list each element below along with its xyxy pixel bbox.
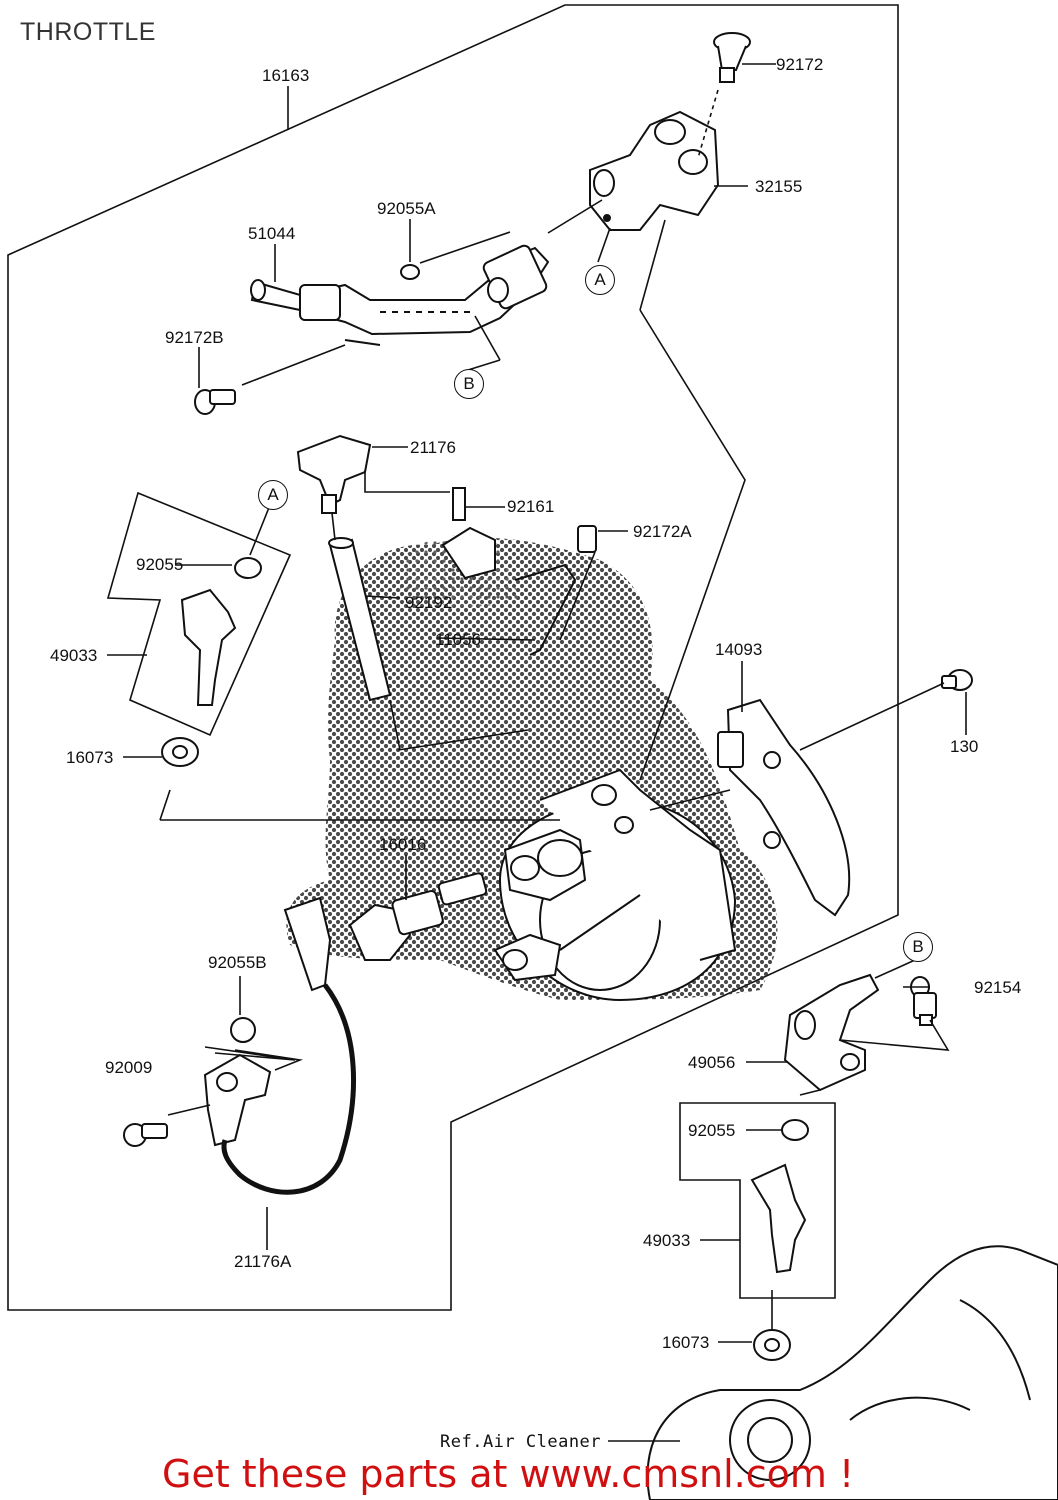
sensor-49033-top: [161, 557, 262, 767]
oring-92055a: [400, 264, 420, 280]
part-label-16163: 16163: [262, 66, 310, 85]
part-label-11056: 11056: [435, 630, 482, 649]
sensor-49033-bottom: [750, 1119, 809, 1361]
sensor-group-right: [679, 1102, 836, 1299]
part-label-92161: 92161: [507, 497, 555, 516]
bolt-92154: [910, 976, 937, 1026]
connection-marker-b-right: B: [903, 932, 933, 962]
part-label-16016: 16016: [379, 835, 427, 854]
part-label-130: 130: [950, 737, 979, 756]
assembly-boundary: [7, 4, 899, 1311]
hose-92192: [328, 537, 392, 702]
part-label-92009: 92009: [105, 1058, 153, 1077]
promo-banner[interactable]: Get these parts at www.cmsnl.com !: [162, 1452, 855, 1496]
air-cleaner-housing: [646, 1245, 1058, 1500]
part-label-92055b: 92055B: [208, 953, 267, 972]
sensor-21176a: [203, 896, 357, 1195]
part-label-92172a: 92172A: [633, 522, 692, 541]
part-label-92192: 92192: [405, 593, 453, 612]
oring-92055b: [230, 1017, 256, 1043]
ref-air-cleaner-label: Ref.Air Cleaner: [440, 1432, 602, 1452]
sensor-group-left: [106, 491, 292, 737]
connection-marker-a-left: A: [258, 480, 288, 510]
bolt-130: [941, 669, 973, 691]
part-label-32155: 32155: [755, 177, 803, 196]
part-label-21176a: 21176A: [234, 1252, 292, 1271]
page-title: THROTTLE: [20, 18, 156, 46]
part-label-92154: 92154: [974, 978, 1022, 997]
part-label-92055-top: 92055: [136, 555, 184, 574]
part-label-49033-bottom: 49033: [643, 1231, 691, 1250]
bolt-92172b: [194, 389, 236, 415]
part-label-21176: 21176: [410, 438, 457, 457]
part-label-16073-bottom: 16073: [662, 1333, 710, 1352]
sensor-21176: [296, 434, 496, 580]
part-label-92055-bottom: 92055: [688, 1121, 736, 1140]
part-label-16073-top: 16073: [66, 748, 114, 767]
tube-assembly: [250, 244, 550, 346]
bracket-32155: [589, 110, 720, 231]
throttle-body: [493, 768, 737, 1002]
actuator-16016: [348, 872, 488, 961]
part-label-14093: 14093: [715, 640, 763, 659]
bolt-92172: [713, 32, 751, 83]
part-label-92172: 92172: [776, 55, 824, 74]
cover-14093: [717, 698, 851, 917]
bolt-92009: [123, 1123, 168, 1147]
part-label-51044: 51044: [248, 224, 296, 243]
fitting-49056: [783, 973, 880, 1092]
part-label-92172b: 92172B: [165, 328, 224, 347]
connection-marker-b-top: B: [454, 369, 484, 399]
part-label-49033-top: 49033: [50, 646, 98, 665]
connection-marker-a-top: A: [585, 265, 615, 295]
part-label-92055a: 92055A: [377, 199, 436, 218]
part-label-49056: 49056: [688, 1053, 736, 1072]
leader-lines: [107, 63, 967, 1442]
bracket-11056: [514, 525, 597, 656]
